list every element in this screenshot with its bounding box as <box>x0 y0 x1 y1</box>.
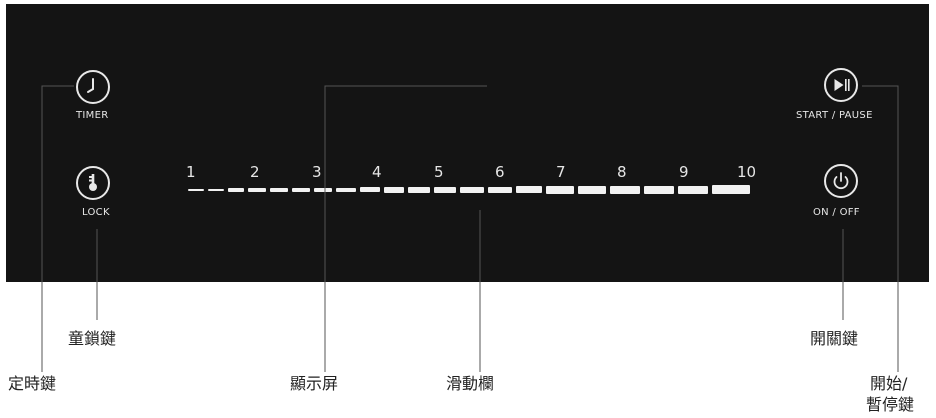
start-pause-button[interactable] <box>824 68 858 102</box>
slider-segment[interactable] <box>270 188 288 192</box>
slider-level-1: 1 <box>186 163 196 181</box>
play-pause-icon <box>834 79 850 91</box>
slider-segment[interactable] <box>516 186 542 194</box>
control-panel <box>6 4 929 282</box>
timer-key-callout: 定時鍵 <box>8 374 57 393</box>
slider-level-5: 5 <box>434 163 444 181</box>
slider-segment[interactable] <box>408 187 430 193</box>
slider-level-6: 6 <box>495 163 505 181</box>
slider-level-10: 10 <box>737 163 757 181</box>
slider-level-9: 9 <box>679 163 689 181</box>
timer-button[interactable] <box>76 70 110 104</box>
slider-segment[interactable] <box>678 185 708 195</box>
slider-level-3: 3 <box>312 163 322 181</box>
display-screen-callout: 顯示屏 <box>290 374 339 393</box>
slider-segment[interactable] <box>460 186 484 194</box>
child-lock-key-callout: 童鎖鍵 <box>68 329 117 348</box>
display-leader <box>324 85 487 372</box>
slider-segment[interactable] <box>336 187 356 193</box>
slider-segment[interactable] <box>384 187 404 193</box>
lock-label: LOCK <box>82 207 110 218</box>
slider-segment[interactable] <box>360 187 380 193</box>
slider-segment[interactable] <box>248 188 266 192</box>
clock-icon <box>87 78 94 93</box>
slider-bar-callout: 滑動欄 <box>446 374 495 393</box>
key-icon <box>89 174 97 191</box>
power-key-callout: 開關鍵 <box>810 329 859 348</box>
start-pause-key-callout-line1: 開始/ <box>870 374 908 393</box>
on-off-label: ON / OFF <box>813 207 860 218</box>
timer-leader <box>41 85 74 372</box>
timer-label: TIMER <box>76 110 109 121</box>
slider-segment[interactable] <box>644 185 674 195</box>
lock-button[interactable] <box>76 166 110 200</box>
slider-level-2: 2 <box>250 163 260 181</box>
slider-segment[interactable] <box>208 188 224 192</box>
slider-segment[interactable] <box>712 185 750 195</box>
slider-segment[interactable] <box>188 188 204 192</box>
slider-segment[interactable] <box>228 188 244 192</box>
slider-segment[interactable] <box>488 186 512 194</box>
slider-segment[interactable] <box>610 185 640 194</box>
start-pause-leader <box>862 85 899 372</box>
slider-level-8: 8 <box>617 163 627 181</box>
start-pause-label: START / PAUSE <box>796 110 873 121</box>
slider-level-7: 7 <box>556 163 566 181</box>
slider-segment[interactable] <box>292 187 310 193</box>
slider-segment[interactable] <box>546 186 574 194</box>
slider-segment[interactable] <box>578 186 606 194</box>
slider-segment[interactable] <box>434 186 456 193</box>
slider-segment[interactable] <box>314 187 332 193</box>
slider-level-4: 4 <box>372 163 382 181</box>
start-pause-key-callout-line2: 暫停鍵 <box>866 395 915 414</box>
power-button[interactable] <box>824 164 858 198</box>
power-icon <box>833 172 849 190</box>
